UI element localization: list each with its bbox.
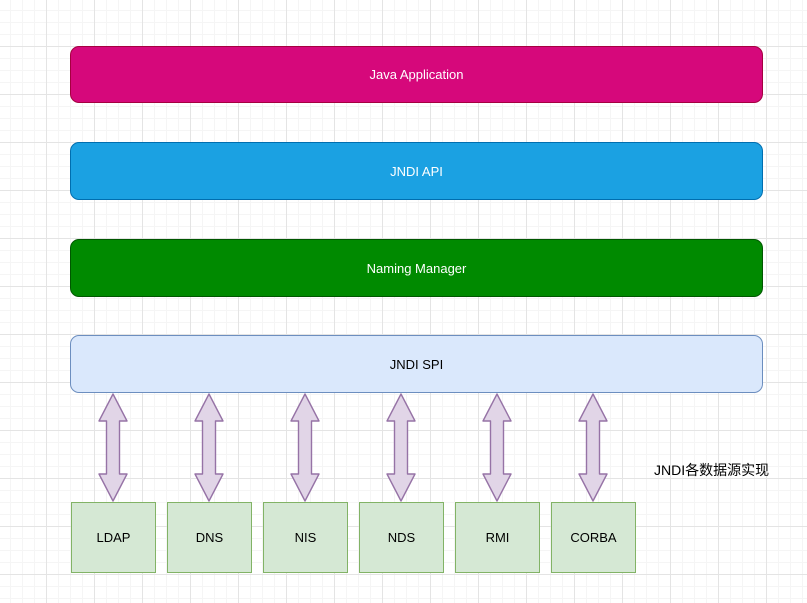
layer-jndi-api: JNDI API (70, 142, 763, 200)
provider-label: LDAP (96, 530, 131, 545)
annotation-text: JNDI各数据源实现 (654, 462, 770, 478)
provider-box-corba: CORBA (551, 502, 636, 573)
provider-box-ldap: LDAP (71, 502, 156, 573)
provider-label: NIS (294, 530, 317, 545)
provider-box-dns: DNS (167, 502, 252, 573)
layer-naming-manager: Naming Manager (70, 239, 763, 297)
layer-java-application: Java Application (70, 46, 763, 103)
provider-box-rmi: RMI (455, 502, 540, 573)
provider-label: NDS (387, 530, 416, 545)
provider-box-nds: NDS (359, 502, 444, 573)
provider-box-nis: NIS (263, 502, 348, 573)
layer-jndi-api-label: JNDI API (390, 163, 443, 179)
layer-java-application-label: Java Application (369, 67, 464, 82)
layer-naming-manager-label: Naming Manager (366, 260, 467, 276)
double-arrow-icon (98, 393, 128, 502)
double-arrow-icon (290, 393, 320, 502)
provider-label: CORBA (570, 530, 617, 545)
double-arrow-icon (194, 393, 224, 502)
provider-label: RMI (485, 530, 510, 545)
layer-jndi-spi-label: JNDI SPI (389, 356, 444, 372)
provider-label: DNS (195, 530, 224, 545)
layer-jndi-spi: JNDI SPI (70, 335, 763, 393)
double-arrow-icon (578, 393, 608, 502)
double-arrow-icon (386, 393, 416, 502)
double-arrow-icon (482, 393, 512, 502)
